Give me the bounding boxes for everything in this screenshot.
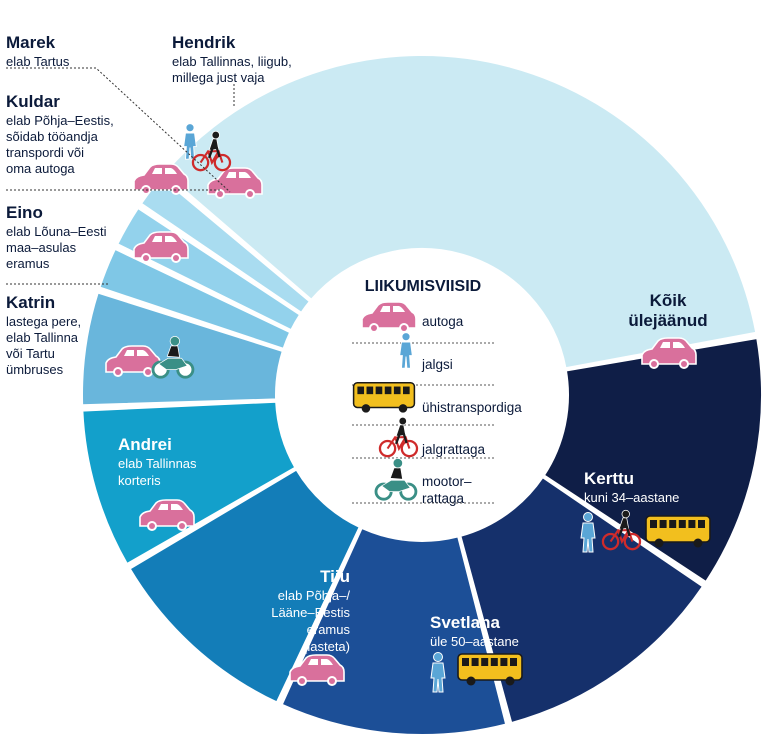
- legend-label: autoga: [422, 314, 464, 329]
- segment-description: või Tartu: [6, 346, 55, 361]
- legend: LIIKUMISVIISID autoga jalgsi ühistranspordi…: [352, 278, 522, 506]
- legend-label: mootor–: [422, 474, 472, 489]
- segment-name: ülejäänud: [628, 311, 707, 330]
- segment-kuldar: [98, 247, 292, 351]
- segment-name: Andrei: [118, 435, 172, 454]
- segment-description: eramus: [307, 622, 351, 637]
- segment-description: sõidab tööandja: [6, 129, 99, 144]
- segment-description: elab Põhja–Eestis,: [6, 113, 114, 128]
- legend-label: rattaga: [422, 491, 465, 506]
- segment-name: Tiiu: [320, 567, 350, 586]
- bicycle-icon: [601, 509, 642, 551]
- segment-description: oma autoga: [6, 161, 75, 176]
- pedestrian-icon: [183, 123, 197, 160]
- bus-icon: [352, 381, 416, 413]
- leader-lines: [6, 67, 235, 285]
- segment-name: Kuldar: [6, 92, 60, 111]
- segment-description: millega just vaja: [172, 70, 265, 85]
- car-icon: [139, 499, 195, 531]
- segment-description: lastega pere,: [6, 314, 81, 329]
- segment-name: Katrin: [6, 293, 55, 312]
- bus-icon: [457, 653, 523, 686]
- legend-label: ühistranspordiga: [422, 400, 522, 415]
- segment-name: Kõik: [650, 291, 687, 310]
- legend-label: jalgrattaga: [421, 442, 486, 457]
- bicycle-icon: [191, 130, 232, 172]
- segment-katrin: [81, 400, 297, 566]
- legend-title: LIIKUMISVIISID: [365, 278, 481, 295]
- segment-description: elab Tartus: [6, 54, 70, 69]
- segment-description: elab Tallinnas, liigub,: [172, 54, 292, 69]
- bus-icon: [645, 515, 711, 548]
- segment-description: elab Lõuna–Eesti: [6, 224, 107, 239]
- segment-name: Kerttu: [584, 469, 634, 488]
- pedestrian-icon: [430, 652, 446, 693]
- segment-description: elab Põhja–/: [278, 588, 351, 603]
- segment-description: maa–asulas: [6, 240, 77, 255]
- car-icon: [361, 301, 417, 333]
- motorcycle-icon: [374, 457, 418, 501]
- segment-description: transpordi või: [6, 145, 84, 160]
- car-icon: [207, 167, 263, 199]
- legend-item-moto: mootor– rattaga: [352, 457, 494, 506]
- legend-item-bike: jalgrattaga: [352, 416, 494, 459]
- segment-description: Lääne–Eestis: [271, 605, 350, 620]
- segment-name: Hendrik: [172, 33, 236, 52]
- segment-description: elab Tallinna: [6, 330, 79, 345]
- bicycle-icon: [378, 416, 419, 458]
- pedestrian-icon: [399, 332, 413, 369]
- label-kerttu: Kerttu kuni 34–aastane: [580, 469, 711, 553]
- segment-kõik-ülejäänud: [163, 54, 758, 370]
- pedestrian-icon: [580, 512, 596, 553]
- segment-description: üle 50–aastane: [430, 634, 519, 649]
- car-icon: [289, 654, 345, 686]
- legend-label: jalgsi: [421, 357, 453, 372]
- segment-description: kuni 34–aastane: [584, 490, 679, 505]
- label-andrei: Andrei elab Tallinnas korteris: [118, 435, 197, 531]
- legend-item-walk: jalgsi: [352, 332, 494, 386]
- car-icon: [105, 345, 161, 377]
- label-svetlana: Svetlana üle 50–aastane: [430, 613, 523, 693]
- motorcycle-icon: [151, 335, 195, 379]
- label-tiiu: Tiiu elab Põhja–/ Lääne–Eestis eramus (laste…: [271, 567, 350, 686]
- segment-name: Marek: [6, 33, 56, 52]
- segment-description: korteris: [118, 473, 161, 488]
- label-marek: Marek elab Tartus: [6, 33, 70, 69]
- segment-name: Eino: [6, 203, 43, 222]
- segment-name: Svetlana: [430, 613, 500, 632]
- car-icon: [133, 231, 189, 263]
- segment-description: ümbruses: [6, 362, 64, 377]
- segment-description: elab Tallinnas: [118, 456, 197, 471]
- segment-description: (lasteta): [303, 639, 350, 654]
- label-hendrik: Hendrik elab Tallinnas, liigub,millega ju…: [172, 33, 292, 85]
- segment-eino: [81, 291, 285, 407]
- legend-item-car: autoga: [352, 301, 494, 344]
- label-kuldar: Kuldar elab Põhja–Eestis,sõidab tööandjat…: [6, 92, 114, 176]
- segment-tiiu: [280, 526, 508, 736]
- donut-segments: [81, 54, 763, 736]
- car-icon: [641, 337, 697, 369]
- segment-description: eramus: [6, 256, 50, 271]
- segment-andrei: [128, 468, 362, 704]
- legend-item-bus: ühistranspordiga: [352, 381, 522, 426]
